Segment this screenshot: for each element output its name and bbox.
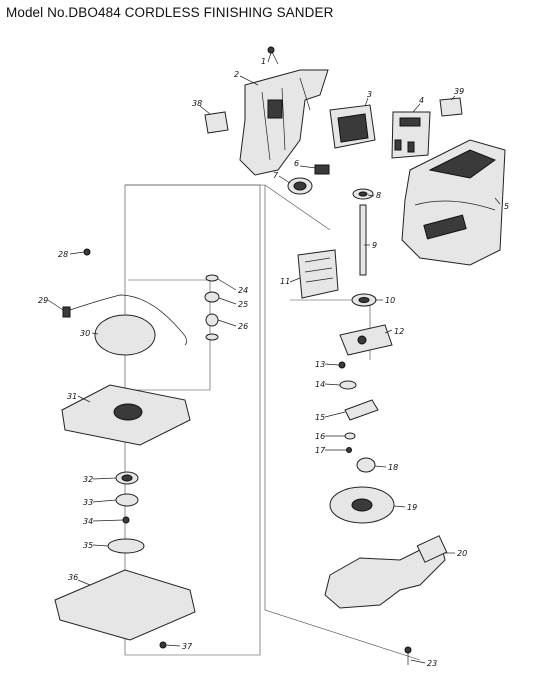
part-5-housing-cover [401, 139, 506, 266]
part-31-pad-base [61, 384, 191, 446]
callout-4: 4 [419, 96, 424, 105]
part-9-shaft [359, 204, 367, 276]
part-20-base-housing [324, 535, 448, 609]
part-37-screw [159, 641, 167, 649]
part-24-o-ring [205, 274, 219, 282]
part-16-washer [344, 432, 356, 440]
callout-28: 28 [58, 250, 68, 259]
callout-10: 10 [385, 296, 395, 305]
part-15-belt [344, 399, 379, 421]
callout-23: 23 [427, 659, 437, 668]
callout-37: 37 [182, 642, 193, 651]
callout-17: 17 [315, 446, 326, 455]
part-6-led [314, 164, 330, 175]
part-28-screw [83, 248, 91, 256]
callout-30: 30 [80, 329, 90, 338]
part-8-bearing [352, 188, 374, 200]
part-10-bearing [351, 293, 377, 307]
part-7-lens [287, 177, 313, 195]
callout-36: 36 [68, 573, 78, 582]
callout-31: 31 [67, 392, 77, 401]
callout-38: 38 [192, 99, 202, 108]
callout-24: 24 [238, 286, 248, 295]
part-17-clip [346, 447, 352, 453]
callout-29: 29 [38, 296, 48, 305]
callout-5: 5 [504, 202, 509, 211]
part-4-controller [391, 111, 431, 159]
callout-3: 3 [367, 90, 372, 99]
part-23-screw [404, 646, 412, 665]
callout-18: 18 [388, 463, 398, 472]
part-1-screw [267, 46, 279, 65]
part-38-label-plate [204, 111, 229, 134]
callout-16: 16 [315, 432, 325, 441]
callout-12: 12 [394, 327, 404, 336]
part-2-housing [239, 69, 329, 176]
part-22-o-ring [205, 333, 219, 341]
callout-32: 32 [83, 475, 93, 484]
part-39-label-plate [439, 97, 463, 117]
callout-1: 1 [261, 57, 266, 66]
part-3-switch [329, 104, 376, 149]
callout-8: 8 [376, 191, 381, 200]
callout-20: 20 [457, 549, 467, 558]
leader-lines [47, 52, 501, 664]
callout-26: 26 [238, 322, 248, 331]
callout-14: 14 [315, 380, 325, 389]
part-30-seal-ring [94, 314, 156, 356]
part-13-screw [338, 361, 346, 369]
callout-9: 9 [372, 241, 377, 250]
callout-2: 2 [234, 70, 239, 79]
callout-34: 34 [83, 517, 93, 526]
callout-39: 39 [454, 87, 464, 96]
callout-19: 19 [407, 503, 417, 512]
part-19-fan [329, 486, 395, 524]
callout-7: 7 [273, 171, 279, 180]
callout-13: 13 [315, 360, 325, 369]
part-25-bearing [204, 291, 220, 303]
callout-6: 6 [294, 159, 299, 168]
part-32-bearing [115, 471, 139, 485]
part-12-bracket [339, 324, 393, 356]
part-33-bearing-holder [115, 493, 139, 507]
callout-labels: 1 2 3 4 5 6 7 8 9 10 11 12 13 14 15 16 1… [38, 57, 509, 668]
part-14-gear [339, 380, 357, 390]
callout-33: 33 [83, 498, 93, 507]
diagram-title: Model No.DBO484 CORDLESS FINISHING SANDE… [6, 5, 334, 20]
part-35-o-ring [107, 538, 145, 554]
callout-35: 35 [83, 541, 93, 550]
part-11-motor [297, 249, 339, 299]
part-18-pulley [356, 457, 376, 473]
callout-25: 25 [238, 300, 248, 309]
part-36-sanding-pad [54, 569, 196, 641]
callout-11: 11 [280, 277, 290, 286]
part-34-screw [122, 516, 130, 524]
callout-15: 15 [315, 413, 325, 422]
part-26-spacer [205, 313, 219, 327]
part-29-wire [62, 294, 187, 346]
